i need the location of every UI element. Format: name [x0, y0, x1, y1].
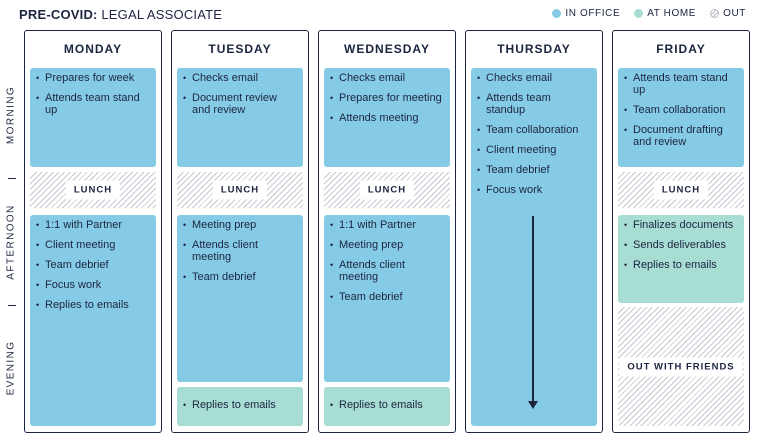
activity: Team collaboration: [624, 104, 738, 116]
activity: Prepares for meeting: [330, 92, 444, 104]
legend-label: IN OFFICE: [565, 8, 621, 19]
day-title: TUESDAY: [208, 42, 272, 56]
activity: Finalizes documents: [624, 219, 738, 231]
activity: Replies to emails: [624, 259, 738, 271]
activity: Checks email: [330, 72, 444, 84]
legend-in-office: IN OFFICE: [552, 8, 620, 19]
activity: Sends deliverables: [624, 239, 738, 251]
activity: Document drafting and review: [624, 124, 738, 148]
axis-evening: EVENING: [5, 340, 17, 396]
arrow-down-icon: [528, 401, 538, 409]
day-column-tuesday: TUESDAY Checks email Document review and…: [171, 30, 309, 433]
activity: Checks email: [183, 72, 297, 84]
legend-label: AT HOME: [647, 8, 697, 19]
day-title: MONDAY: [63, 42, 123, 56]
axis-tick: [8, 178, 16, 179]
out-swatch-icon: [710, 9, 720, 18]
activity: Checks email: [477, 72, 591, 84]
time-axis: MORNING AFTERNOON EVENING: [0, 30, 22, 440]
activity: Client meeting: [477, 144, 591, 156]
activity: Replies to emails: [330, 399, 444, 411]
activity: Team debrief: [183, 271, 297, 283]
lunch-block: LUNCH: [618, 172, 744, 208]
lunch-block: LUNCH: [177, 172, 303, 208]
day-title: FRIDAY: [656, 42, 706, 56]
activity: Attends client meeting: [330, 259, 444, 283]
morning-block: Prepares for week Attends team stand up: [30, 68, 156, 167]
allday-block: Checks email Attends team standup Team c…: [471, 68, 597, 426]
activity: Attends team standup: [477, 92, 591, 116]
activity: Team debrief: [330, 291, 444, 303]
afternoon-block: 1:1 with Partner Client meeting Team deb…: [30, 215, 156, 426]
afternoon-block: Meeting prep Attends client meeting Team…: [177, 215, 303, 382]
title-bold: PRE-COVID:: [19, 7, 98, 22]
out-label: OUT WITH FRIENDS: [619, 357, 743, 376]
at-home-swatch-icon: [634, 9, 644, 18]
legend-at-home: AT HOME: [634, 8, 696, 19]
day-column-monday: MONDAY Prepares for week Attends team st…: [24, 30, 162, 433]
activity: Team debrief: [36, 259, 150, 271]
lunch-label: LUNCH: [65, 180, 121, 200]
day-title: WEDNESDAY: [344, 42, 430, 56]
morning-block: Checks email Document review and review: [177, 68, 303, 167]
afternoon-block: 1:1 with Partner Meeting prep Attends cl…: [324, 215, 450, 382]
day-column-wednesday: WEDNESDAY Checks email Prepares for meet…: [318, 30, 456, 433]
activity: Replies to emails: [183, 399, 297, 411]
day-title: THURSDAY: [497, 42, 571, 56]
lunch-block: LUNCH: [30, 172, 156, 208]
legend-label: OUT: [723, 8, 746, 19]
activity: Attends team stand up: [624, 72, 738, 96]
lunch-block: LUNCH: [324, 172, 450, 208]
activity: Attends client meeting: [183, 239, 297, 263]
evening-block: Replies to emails: [177, 387, 303, 426]
legend-out: OUT: [710, 8, 746, 19]
continuation-arrow-line: [532, 216, 534, 406]
lunch-label: LUNCH: [212, 180, 268, 200]
in-office-swatch-icon: [552, 9, 562, 18]
morning-block: Checks email Prepares for meeting Attend…: [324, 68, 450, 167]
activity: Meeting prep: [183, 219, 297, 231]
activity: Attends team stand up: [36, 92, 150, 116]
activity: Client meeting: [36, 239, 150, 251]
activity: Focus work: [36, 279, 150, 291]
legend: IN OFFICE AT HOME OUT: [552, 8, 746, 19]
page-title: PRE-COVID: LEGAL ASSOCIATE: [19, 7, 222, 22]
lunch-label: LUNCH: [653, 180, 709, 200]
activity: Team debrief: [477, 164, 591, 176]
axis-afternoon: AFTERNOON: [5, 204, 17, 280]
evening-out-block: OUT WITH FRIENDS: [618, 307, 744, 426]
lunch-label: LUNCH: [359, 180, 415, 200]
activity: Meeting prep: [330, 239, 444, 251]
activity: 1:1 with Partner: [36, 219, 150, 231]
day-column-thursday: THURSDAY Checks email Attends team stand…: [465, 30, 603, 433]
activity: Focus work: [477, 184, 591, 196]
axis-tick: [8, 305, 16, 306]
title-rest: LEGAL ASSOCIATE: [101, 7, 223, 22]
activity: 1:1 with Partner: [330, 219, 444, 231]
activity: Replies to emails: [36, 299, 150, 311]
activity: Document review and review: [183, 92, 297, 116]
morning-block: Attends team stand up Team collaboration…: [618, 68, 744, 167]
axis-morning: MORNING: [5, 85, 17, 145]
activity: Prepares for week: [36, 72, 150, 84]
day-column-friday: FRIDAY Attends team stand up Team collab…: [612, 30, 750, 433]
afternoon-block: Finalizes documents Sends deliverables R…: [618, 215, 744, 303]
evening-block: Replies to emails: [324, 387, 450, 426]
activity: Attends meeting: [330, 112, 444, 124]
activity: Team collaboration: [477, 124, 591, 136]
